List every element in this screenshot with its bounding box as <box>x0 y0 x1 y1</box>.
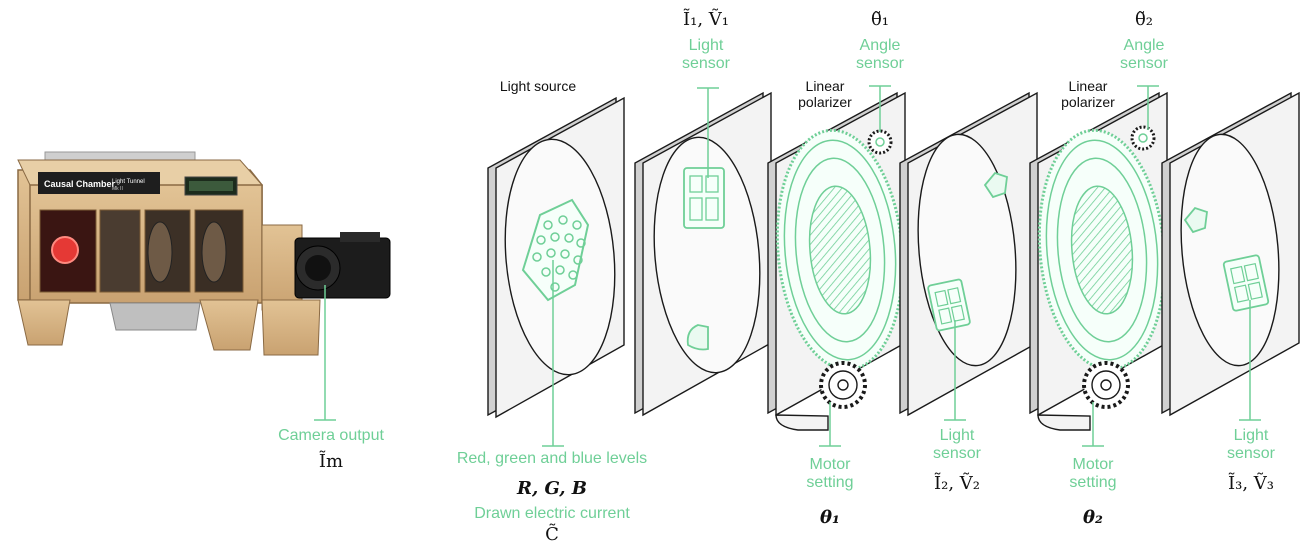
sensor2-label: Light sensor <box>932 427 982 463</box>
angle1-label: Angle sensor <box>855 37 905 73</box>
motor2-symbol: θ₂ <box>1083 507 1103 528</box>
motor2-label: Motor setting <box>1069 456 1117 492</box>
sensor1-label: Light sensor <box>681 37 731 73</box>
panel-light-sensor-3 <box>1161 91 1300 417</box>
camera-output-symbol: Ĩm <box>318 451 344 472</box>
light-source-label: Light source <box>499 78 577 94</box>
panel-polarizer-1 <box>767 91 906 431</box>
camera-output-label: Camera output <box>278 427 384 444</box>
polarizer1-label: Linear polarizer <box>798 78 852 111</box>
angle2-symbol: θ̃₂ <box>1134 9 1154 30</box>
device-subtitle: Light Tunnel <box>112 179 145 185</box>
device-model: Mk II <box>112 186 123 192</box>
sensor1-symbol: Ĩ₁, Ṽ₁ <box>683 9 729 30</box>
panel-polarizer-2 <box>1029 91 1168 431</box>
panel-light-source <box>487 96 625 419</box>
angle2-label: Angle sensor <box>1119 37 1169 73</box>
rgb-levels-label: Red, green and blue levels <box>456 450 648 467</box>
rgb-levels-symbol: R, G, B <box>517 478 587 499</box>
angle1-symbol: θ̃₁ <box>870 9 890 30</box>
sensor3-symbol: Ĩ₃, Ṽ₃ <box>1228 473 1274 494</box>
sensor2-symbol: Ĩ₂, Ṽ₂ <box>934 473 980 494</box>
light-tunnel-device: Causal Chamber Light Tunnel Mk II <box>17 151 391 356</box>
panel-light-sensor-1 <box>634 91 772 417</box>
sensor3-label: Light sensor <box>1226 427 1276 463</box>
motor1-label: Motor setting <box>806 456 854 492</box>
device-title: Causal Chamber <box>44 179 116 189</box>
current-label: Drawn electric current <box>474 505 630 522</box>
current-symbol: C̃ <box>545 524 559 545</box>
motor1-symbol: θ₁ <box>820 507 840 528</box>
polarizer2-label: Linear polarizer <box>1061 78 1115 111</box>
panel-light-sensor-2 <box>899 91 1038 417</box>
leader-lines <box>314 85 1261 447</box>
